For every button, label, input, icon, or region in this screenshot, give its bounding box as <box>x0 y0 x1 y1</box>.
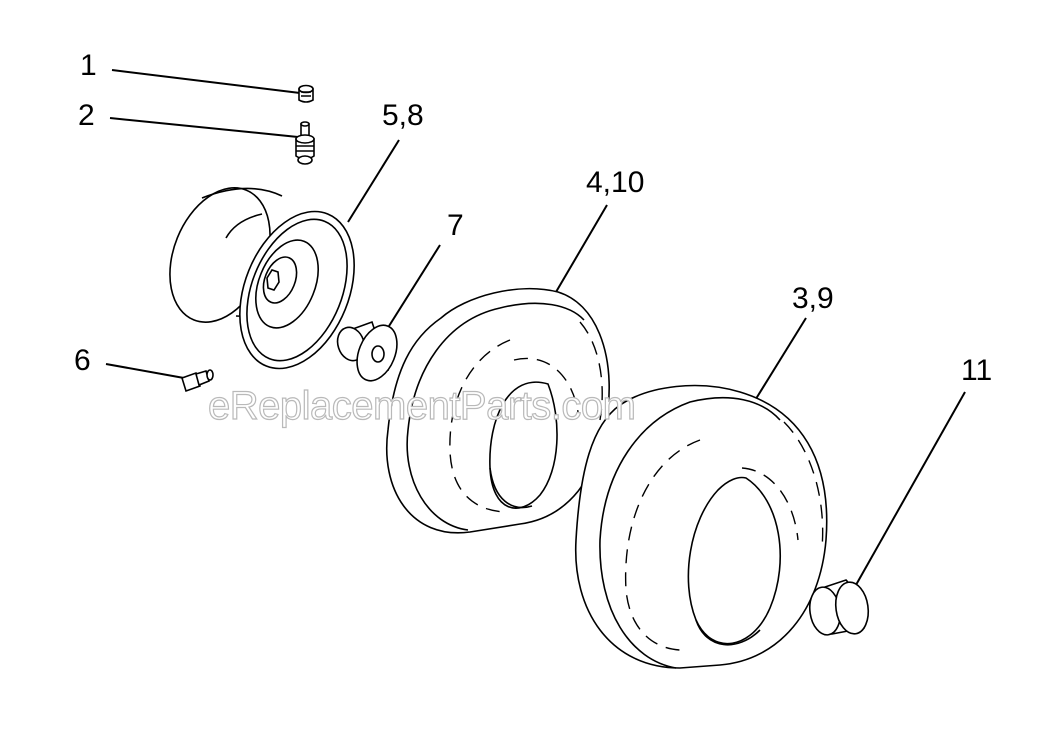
leader-line-2 <box>109 117 299 138</box>
callout-label-2: 2 <box>78 99 95 132</box>
callout-label-4-10: 4,10 <box>586 166 645 199</box>
bushing-part <box>336 320 398 382</box>
callout-label-3-9: 3,9 <box>792 282 834 315</box>
leader-lines <box>105 69 966 593</box>
hub-cap-part <box>808 579 870 636</box>
callout-label-5-8: 5,8 <box>382 99 424 132</box>
leader-line-3-9 <box>753 317 807 403</box>
rear-tire-part <box>574 384 828 669</box>
valve-stem-part <box>295 121 315 165</box>
leader-line-1 <box>111 69 301 94</box>
rim-part <box>169 187 355 370</box>
valve-cap-part <box>298 84 314 103</box>
watermark-text: eReplacementParts.com <box>207 383 636 428</box>
callout-label-1: 1 <box>80 49 97 82</box>
grease-fitting-part <box>181 369 214 393</box>
leader-line-11 <box>851 391 966 593</box>
leader-line-7 <box>383 244 441 335</box>
callout-label-6: 6 <box>74 344 91 377</box>
front-tire-part <box>386 287 610 534</box>
leader-line-5-8 <box>347 139 400 223</box>
leader-line-6 <box>105 363 185 379</box>
callout-label-7: 7 <box>447 209 464 242</box>
callout-label-11: 11 <box>961 354 993 387</box>
leader-line-4-10 <box>555 204 608 293</box>
